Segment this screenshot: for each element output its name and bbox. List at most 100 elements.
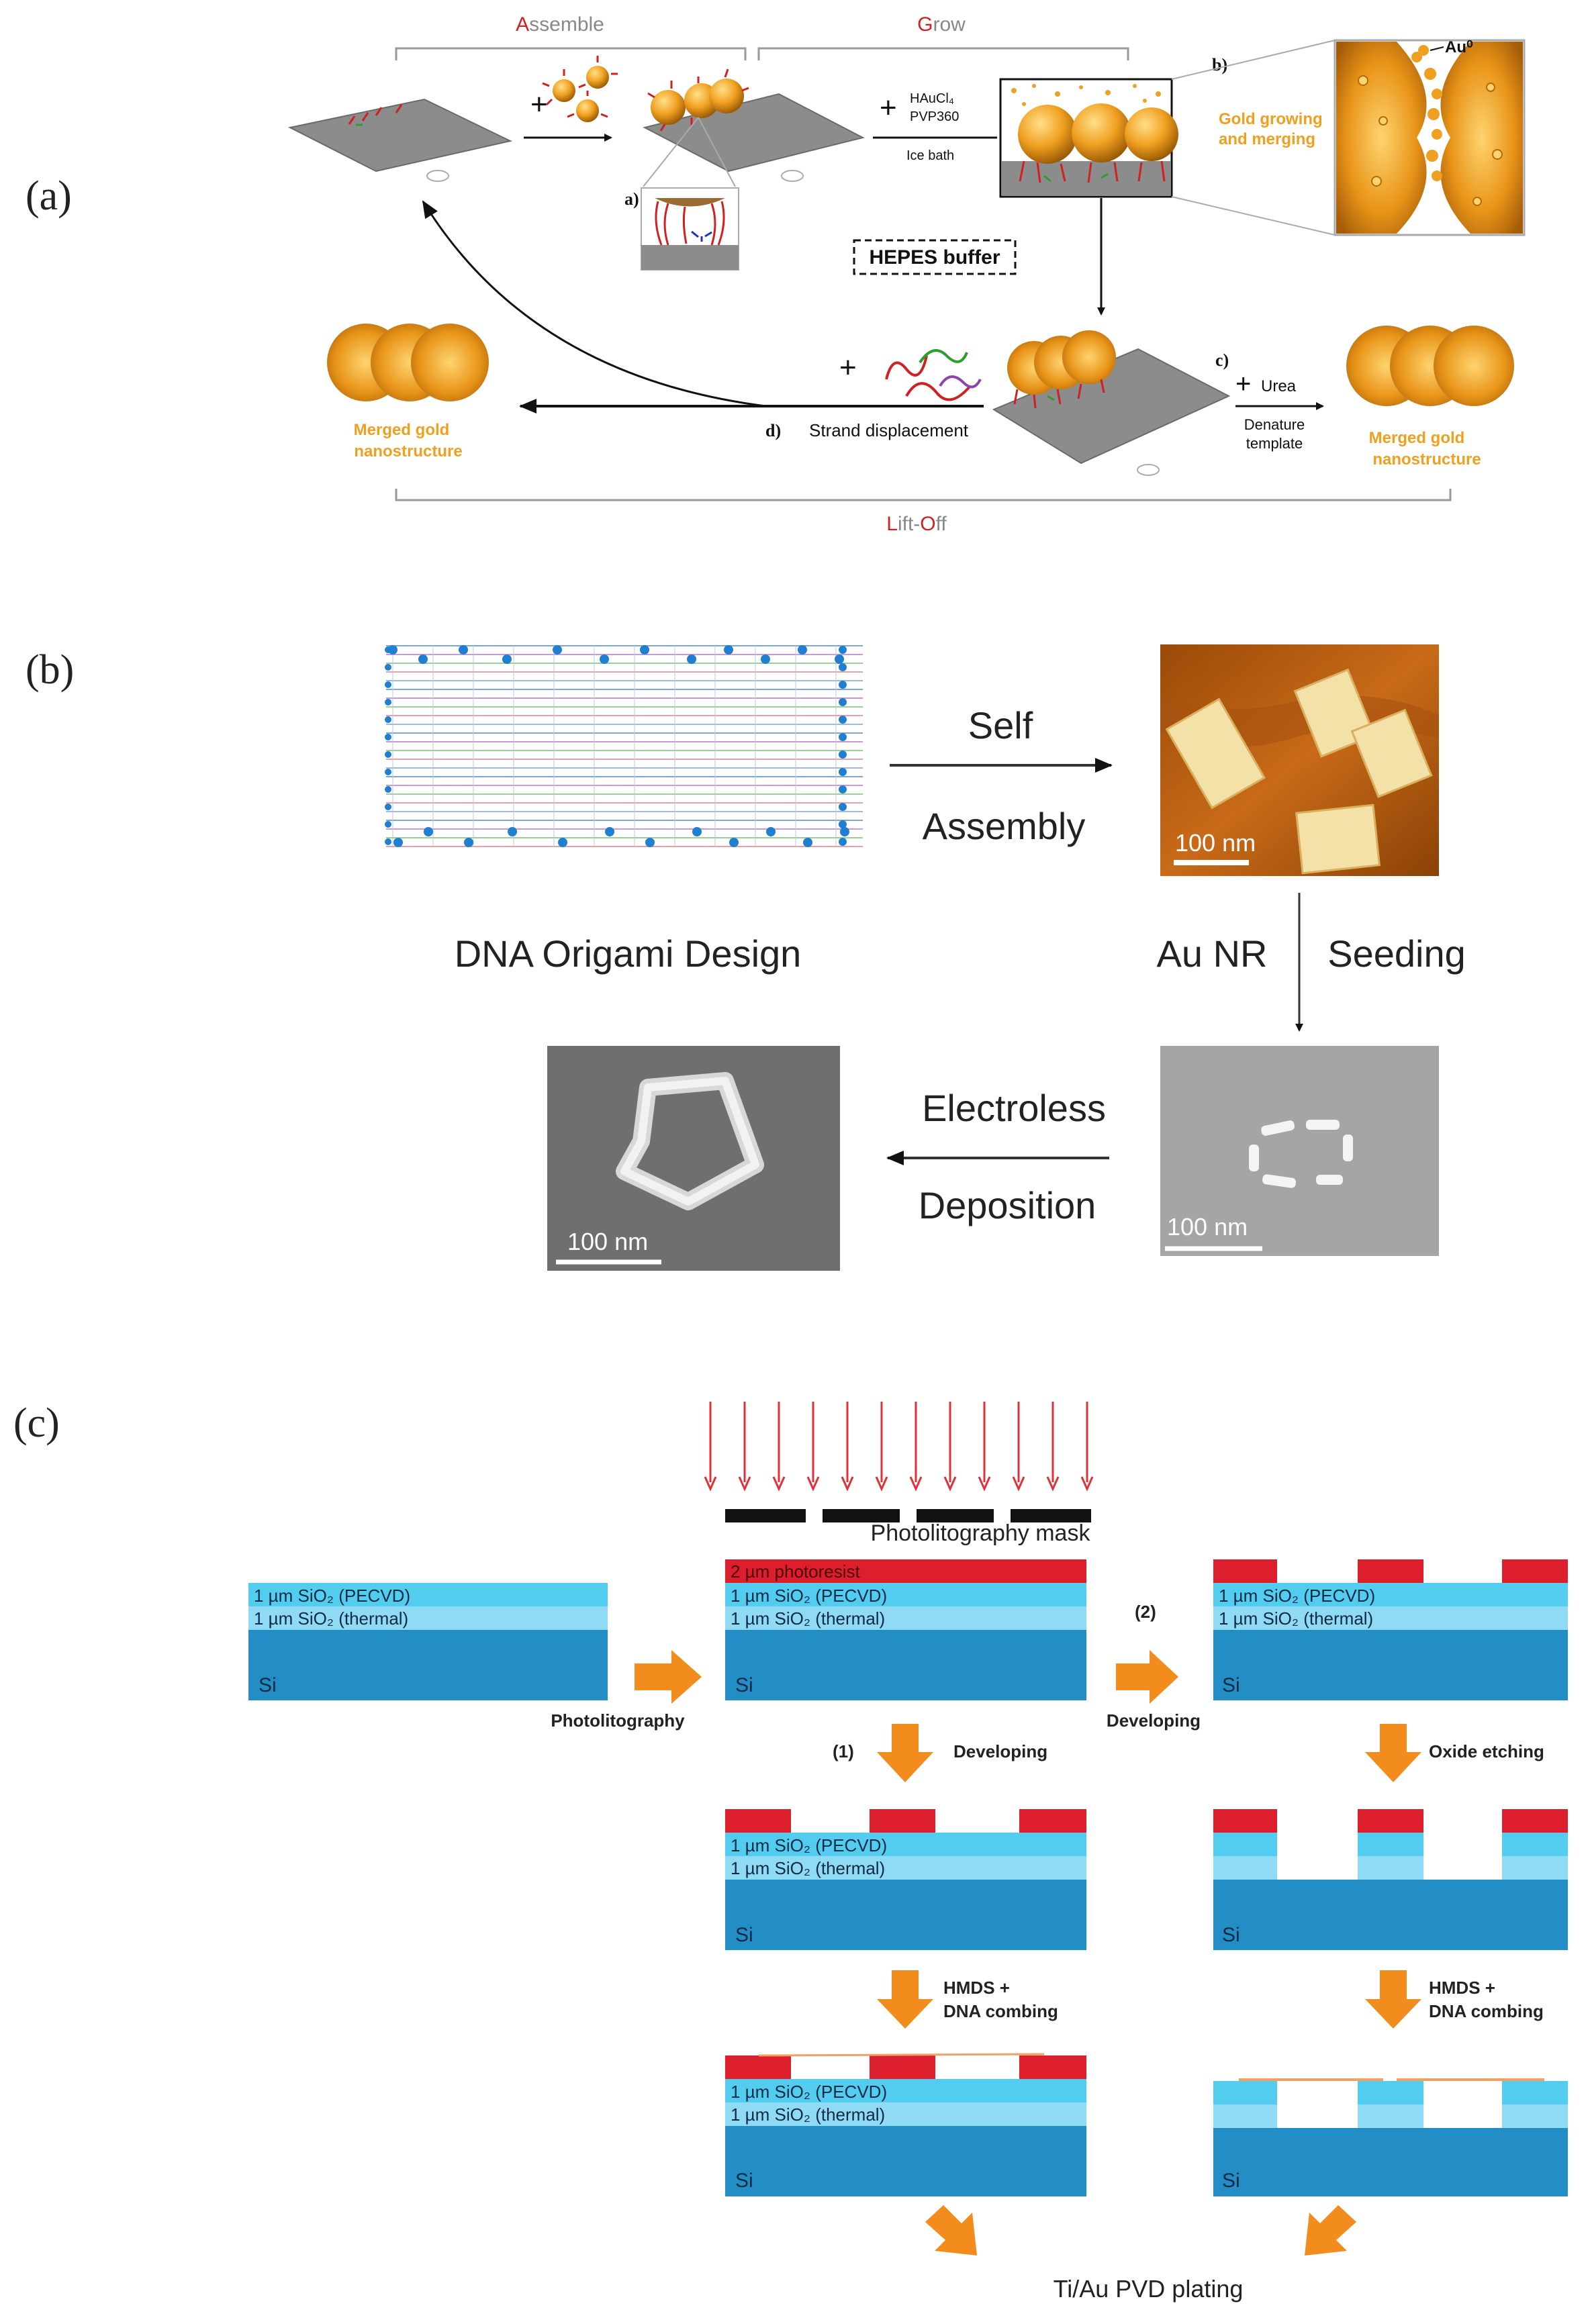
reagent-hauacl4: HAuCl₄ — [910, 91, 954, 106]
panel-label-a: (a) — [26, 173, 72, 219]
origami-staple-end — [508, 827, 517, 836]
origami-staple-end — [459, 645, 468, 655]
stack-initial: 1 µm SiO₂ (PECVD) 1 µm SiO₂ (thermal) Si — [248, 1583, 608, 1700]
origami-staple-end — [385, 821, 391, 828]
origami-staple-end — [385, 838, 391, 845]
layer-label: 2 µm photoresist — [731, 1561, 861, 1582]
origami-staple-end — [692, 827, 702, 836]
merged-right-text-1: Merged gold — [1369, 429, 1465, 447]
layer-label: 1 µm SiO₂ (PECVD) — [731, 1835, 887, 1855]
stack-developed-2: 1 µm SiO₂ (PECVD) 1 µm SiO₂ (thermal) Si — [1213, 1559, 1568, 1700]
arrow-down-4 — [1365, 1970, 1421, 2029]
merged-right-text-2: nanostructure — [1372, 450, 1481, 469]
origami-staple-end — [839, 698, 847, 706]
origami-staple-end — [385, 769, 391, 775]
assemble-label: Assemble — [516, 13, 604, 36]
merged-left-text-1: Merged gold — [354, 421, 450, 439]
seed-particles — [542, 56, 618, 122]
uv-ray-head — [875, 1476, 888, 1492]
layer-label: Si — [735, 1924, 753, 1946]
origami-staple-end — [839, 768, 847, 776]
uv-ray-head — [704, 1476, 717, 1492]
developing-1-label: Developing — [953, 1741, 1047, 1761]
merged-gold-right — [1346, 326, 1514, 406]
uv-ray-head — [1046, 1476, 1060, 1492]
self-label: Self — [968, 704, 1033, 746]
gold-growing-text-1: Gold growing — [1219, 110, 1323, 128]
stack-combed-1: 1 µm SiO₂ (PECVD) 1 µm SiO₂ (thermal) Si — [725, 2053, 1086, 2196]
plus-2: + — [880, 91, 897, 124]
layer-label: 1 µm SiO₂ (PECVD) — [1219, 1586, 1375, 1606]
origami-staple-end — [385, 699, 391, 706]
panel-label-c: (c) — [13, 1400, 60, 1446]
label-b-small: b) — [1212, 55, 1227, 75]
urea-label: Urea — [1261, 377, 1297, 395]
panel-c: Photolitography mask 1 µm SiO₂ (PECVD) 1… — [248, 1402, 1568, 2303]
au0-label: Au⁰ — [1445, 38, 1473, 56]
denature-text-2: template — [1246, 435, 1303, 452]
layer-label: Si — [259, 1674, 277, 1696]
panel-b: DNA Origami Design Self Assembly 100 nm … — [385, 644, 1466, 1271]
origami-staple-end — [385, 646, 391, 653]
origami-staple-end — [761, 655, 770, 664]
layer-label: 1 µm SiO₂ (PECVD) — [731, 2082, 887, 2102]
label-d-small: d) — [765, 421, 781, 440]
layer-label: Si — [735, 1674, 753, 1696]
electroless-label: Electroless — [922, 1087, 1106, 1129]
uv-ray-head — [909, 1476, 923, 1492]
stack-developed-1: 1 µm SiO₂ (PECVD) 1 µm SiO₂ (thermal) Si — [725, 1809, 1086, 1950]
mask-label: Photolitography mask — [871, 1520, 1091, 1546]
merged-gold-left — [327, 324, 489, 401]
layer-label: 1 µm SiO₂ (thermal) — [254, 1608, 408, 1629]
photolitography-mask — [725, 1509, 1091, 1522]
hmds-2-line-2: DNA combing — [1429, 2001, 1544, 2021]
layer-label: Si — [1222, 1674, 1240, 1696]
origami-staple-end — [464, 838, 473, 847]
origami-staple-end — [424, 827, 433, 836]
origami-staple-end — [385, 786, 391, 793]
liftoff-label: Lift-Off — [886, 513, 947, 535]
origami-staple-end — [385, 681, 391, 688]
origami-staple-end — [640, 645, 649, 655]
gold-growing-text-2: and merging — [1219, 130, 1315, 148]
bracket-grow — [757, 47, 1129, 60]
origami-staple-end — [600, 655, 609, 664]
dna-origami-design — [385, 645, 863, 847]
origami-staple-end — [839, 751, 847, 759]
oxide-etching-label: Oxide etching — [1429, 1741, 1544, 1761]
arrow-diag-1 — [925, 2205, 977, 2256]
origami-staple-end — [502, 655, 512, 664]
arrow-return-curve — [422, 200, 766, 407]
origami-staple-end — [385, 664, 391, 671]
uv-ray-head — [978, 1476, 991, 1492]
layer-label: Si — [735, 2170, 753, 2192]
origami-staple-end — [385, 751, 391, 758]
strand-displacement-text: Strand displacement — [809, 420, 969, 440]
reagent-pvp360: PVP360 — [910, 109, 959, 124]
uv-ray-head — [841, 1476, 854, 1492]
hepes-box — [853, 239, 1017, 275]
photolitography-label: Photolitography — [551, 1710, 685, 1731]
origami-staple-end — [729, 838, 739, 847]
hmds-1-line-1: HMDS + — [943, 1978, 1010, 1998]
uv-ray-head — [738, 1476, 751, 1492]
layer-label: 1 µm SiO₂ (PECVD) — [731, 1586, 887, 1606]
scale-afm: 100 nm — [1175, 829, 1256, 857]
uv-ray-head — [772, 1476, 786, 1492]
origami-staple-end — [724, 645, 733, 655]
origami-staple-end — [418, 655, 428, 664]
plus-4: + — [1235, 369, 1251, 399]
origami-staple-end — [385, 804, 391, 810]
grow-label: Grow — [917, 13, 966, 36]
arrow-down-2 — [1365, 1724, 1421, 1782]
scale-sem-seeded: 100 nm — [1167, 1213, 1248, 1241]
plating-label: Ti/Au PVD plating — [1054, 2275, 1244, 2303]
origami-staple-end — [839, 820, 847, 828]
hmds-1-line-2: DNA combing — [943, 2001, 1058, 2021]
substrate-1 — [288, 98, 513, 173]
stack-photoresist: 2 µm photoresist 1 µm SiO₂ (PECVD) 1 µm … — [725, 1559, 1086, 1700]
merged-left-text-2: nanostructure — [354, 442, 462, 461]
origami-staple-end — [553, 645, 562, 655]
origami-staple-end — [798, 645, 807, 655]
